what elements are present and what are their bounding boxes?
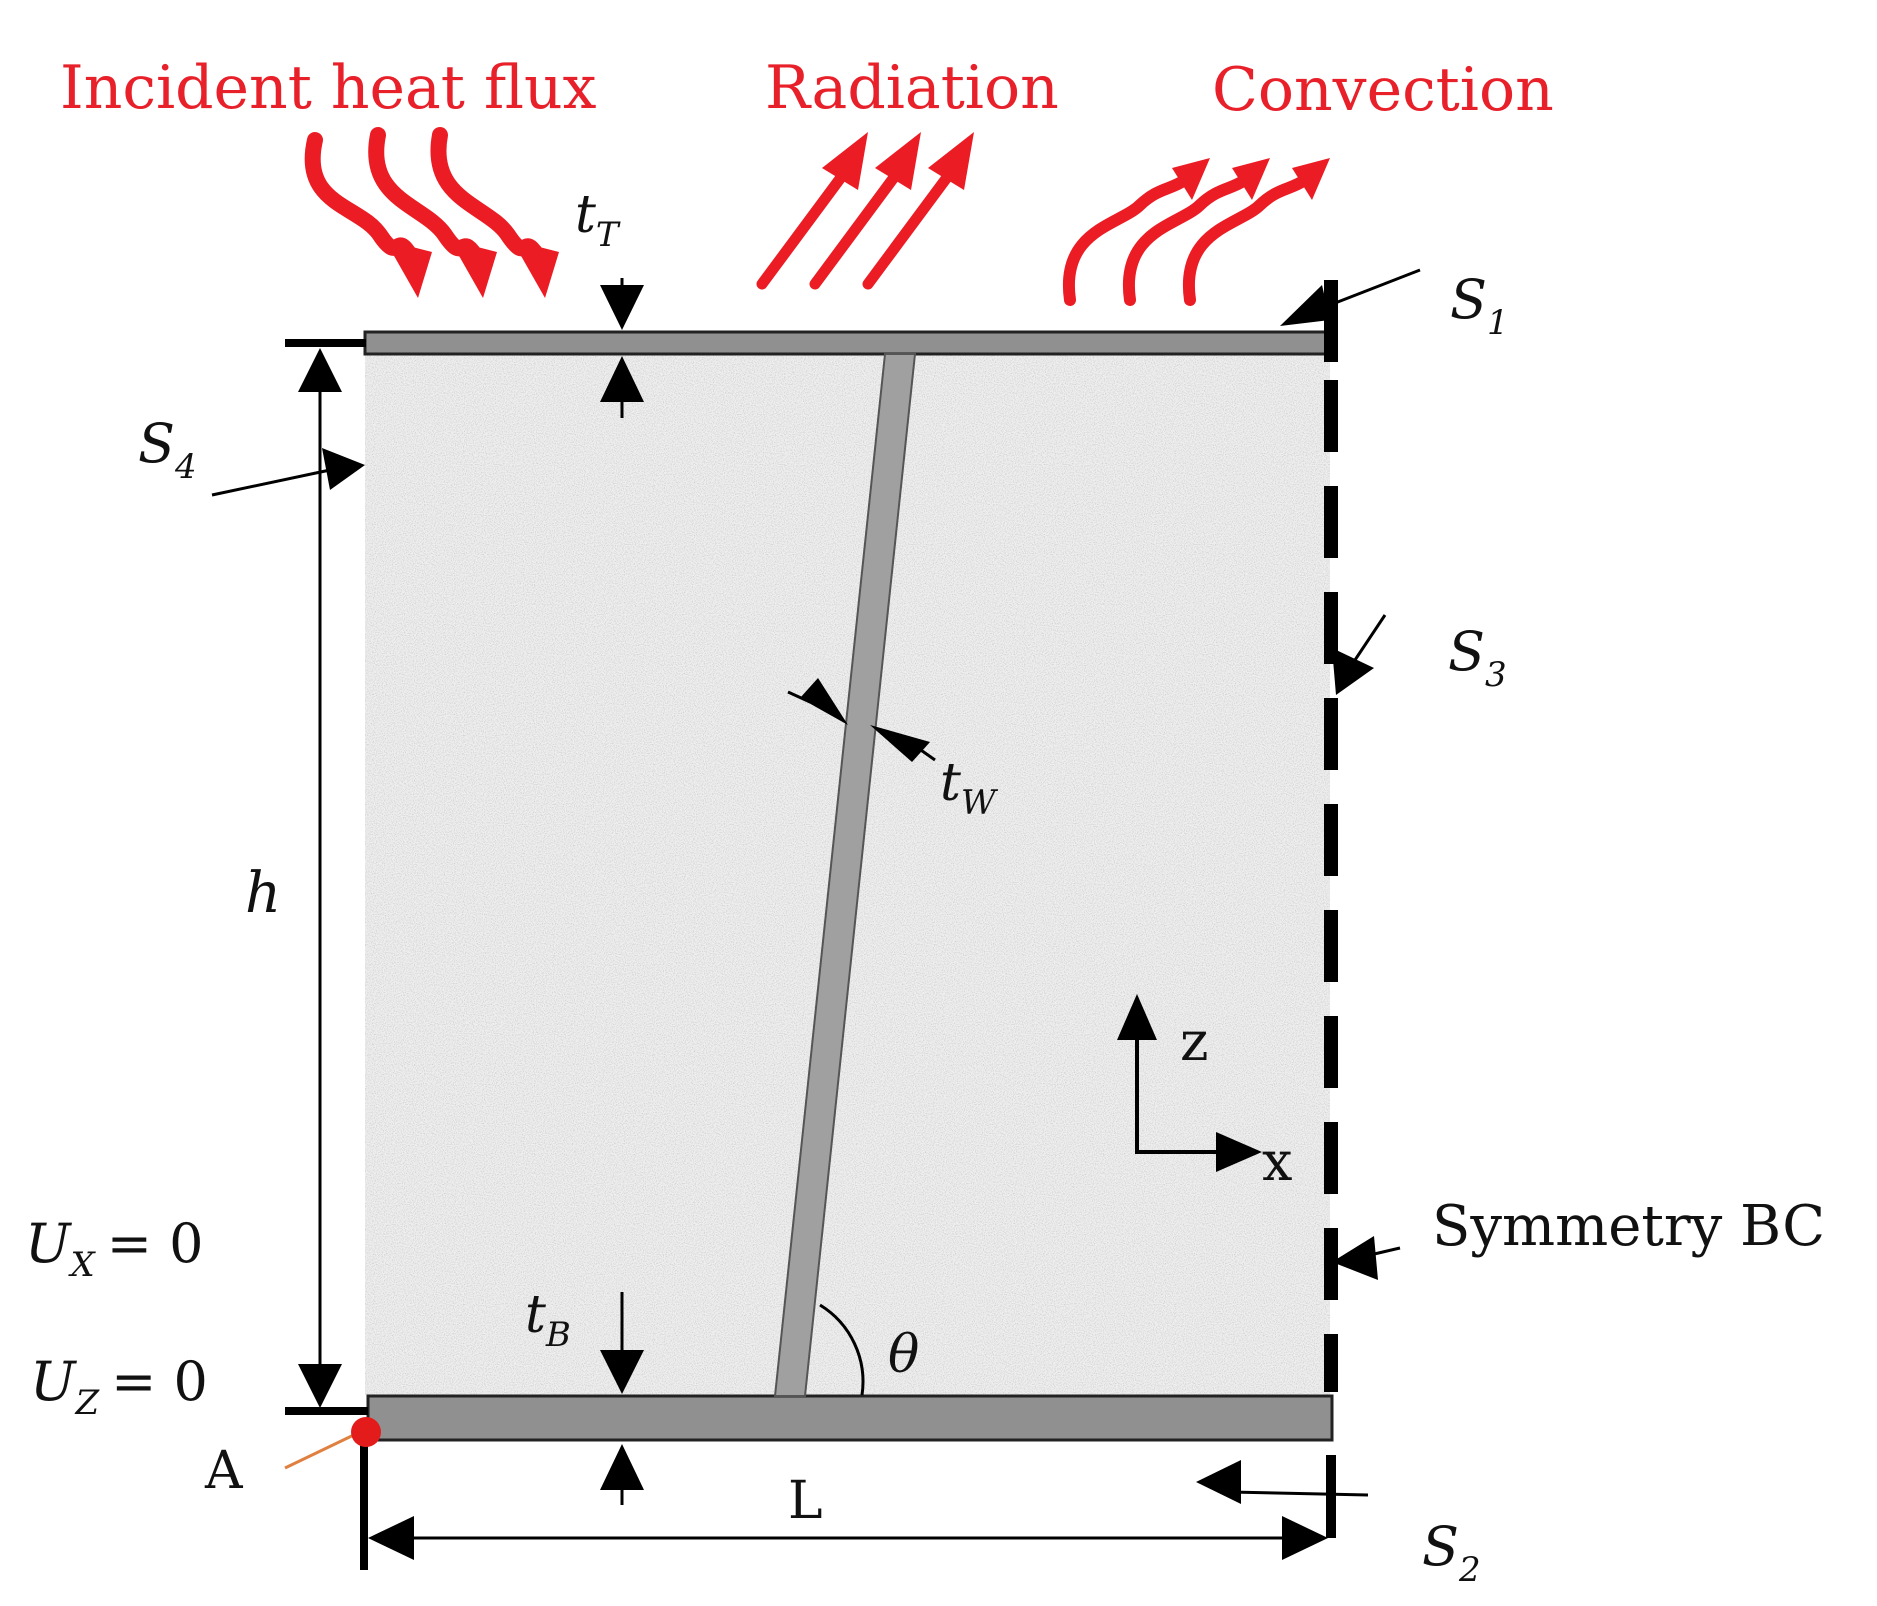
t-top-arrow-upper (600, 285, 644, 330)
t-bottom-arrow-lower (600, 1444, 644, 1490)
s2-label: S2 (1422, 1515, 1481, 1590)
symmetry-bc-leader (1332, 1236, 1401, 1280)
point-a-marker (351, 1417, 381, 1447)
theta-label: θ (888, 1325, 919, 1385)
theta-arc (819, 1303, 865, 1396)
s2-base: S (1422, 1515, 1459, 1578)
s4-base: S (138, 412, 175, 475)
convection-curve-3 (1182, 174, 1311, 306)
radiation-arrowhead-1 (822, 132, 868, 190)
t-top-base: t (575, 185, 596, 245)
s1-sub: 1 (1487, 303, 1509, 343)
t-top-arrow-lower (600, 356, 644, 402)
t-web-arrow-left (800, 678, 848, 725)
h-dimension (298, 348, 342, 1408)
radiation-arrow-1 (756, 166, 851, 290)
ux-base: U (25, 1212, 72, 1275)
convection-arrows (1062, 158, 1330, 306)
s3-base: S (1448, 620, 1485, 683)
web-core-wall (773, 353, 917, 1397)
radiation-label: Radiation (765, 53, 1059, 123)
t-bottom-label: tB (525, 1285, 571, 1355)
incident-flux-arrowhead-3 (512, 240, 559, 298)
s2-leader (1196, 1460, 1369, 1504)
s1-leader (1280, 268, 1421, 326)
bottom-face-sheet (366, 1394, 1334, 1442)
uz-base: U (30, 1350, 77, 1413)
t-top-sub: T (596, 215, 621, 255)
x-axis-arrowhead (1216, 1132, 1262, 1172)
s4-sub: 4 (174, 447, 197, 487)
symmetry-bc-leader-arrow (1332, 1236, 1378, 1280)
t-web-arrow-right-stem (917, 746, 936, 762)
s4-label: S4 (138, 412, 197, 487)
s1-leader-arrow (1280, 285, 1330, 326)
t-web-label: tW (940, 753, 999, 823)
l-arrow-left (368, 1516, 414, 1560)
uz-sub: Z (75, 1383, 101, 1423)
radiation-arrow-3 (862, 166, 957, 290)
t-top-arrows (600, 278, 644, 418)
t-bottom-arrows (600, 1292, 644, 1505)
convection-curve-2 (1122, 174, 1251, 306)
convection-curve-1 (1062, 174, 1191, 306)
coordinate-axes (1117, 994, 1262, 1172)
s1-leader-line (1329, 268, 1421, 307)
s3-leader (1332, 614, 1387, 695)
s3-leader-arrow (1332, 648, 1374, 695)
incident-flux-arrowhead-2 (450, 240, 497, 298)
l-label: L (788, 1471, 823, 1531)
incident-heat-flux-label: Incident heat flux (60, 53, 597, 123)
convection-arrowhead-2 (1232, 158, 1270, 200)
convection-label: Convection (1212, 55, 1554, 125)
radiation-arrowhead-2 (875, 132, 921, 190)
point-a-leader (284, 1430, 361, 1470)
t-web-sub: W (961, 783, 999, 823)
z-axis-label: z (1180, 1010, 1208, 1073)
ux-sub: X (68, 1245, 97, 1285)
incident-flux-arrowhead-1 (385, 240, 432, 298)
s3-sub: 3 (1485, 655, 1507, 695)
s2-sub: 2 (1458, 1550, 1481, 1590)
z-axis-arrowhead (1117, 994, 1157, 1040)
s1-base: S (1450, 268, 1487, 331)
symmetry-bc-label: Symmetry BC (1432, 1194, 1825, 1259)
t-web-base: t (940, 753, 961, 813)
s3-label: S3 (1448, 620, 1507, 695)
l-arrow-right (1282, 1516, 1328, 1560)
incident-heat-flux-arrows (304, 127, 559, 298)
point-a-label: A (204, 1441, 244, 1501)
h-arrow-bottom (298, 1364, 342, 1408)
top-face-sheet (363, 330, 1335, 356)
uz-rhs: = 0 (111, 1350, 208, 1413)
s2-leader-line (1229, 1490, 1369, 1497)
s4-leader-arrow (322, 448, 365, 490)
t-bottom-base: t (525, 1285, 546, 1345)
radiation-arrow-2 (809, 166, 904, 290)
t-web-arrow-right (870, 725, 930, 762)
radiation-arrows (756, 132, 974, 290)
s3-leader-line (1353, 614, 1387, 661)
uz-label: UZ= 0 (30, 1350, 208, 1423)
t-bottom-sub: B (545, 1315, 571, 1355)
ux-label: UX= 0 (25, 1212, 204, 1285)
h-label: h (245, 861, 281, 926)
t-web-arrows (787, 678, 936, 762)
h-arrow-top (298, 348, 342, 392)
convection-arrowhead-3 (1292, 158, 1330, 200)
t-bottom-arrow-upper (600, 1350, 644, 1394)
s4-leader (211, 448, 365, 497)
s2-leader-arrow (1196, 1460, 1241, 1504)
s1-label: S1 (1450, 268, 1509, 343)
convection-arrowhead-1 (1172, 158, 1210, 200)
x-axis-label: x (1262, 1130, 1292, 1193)
l-dimension (368, 1516, 1328, 1560)
radiation-arrowhead-3 (928, 132, 974, 190)
t-top-label: tT (575, 185, 621, 255)
s4-leader-line (211, 468, 331, 497)
ux-rhs: = 0 (107, 1212, 204, 1275)
